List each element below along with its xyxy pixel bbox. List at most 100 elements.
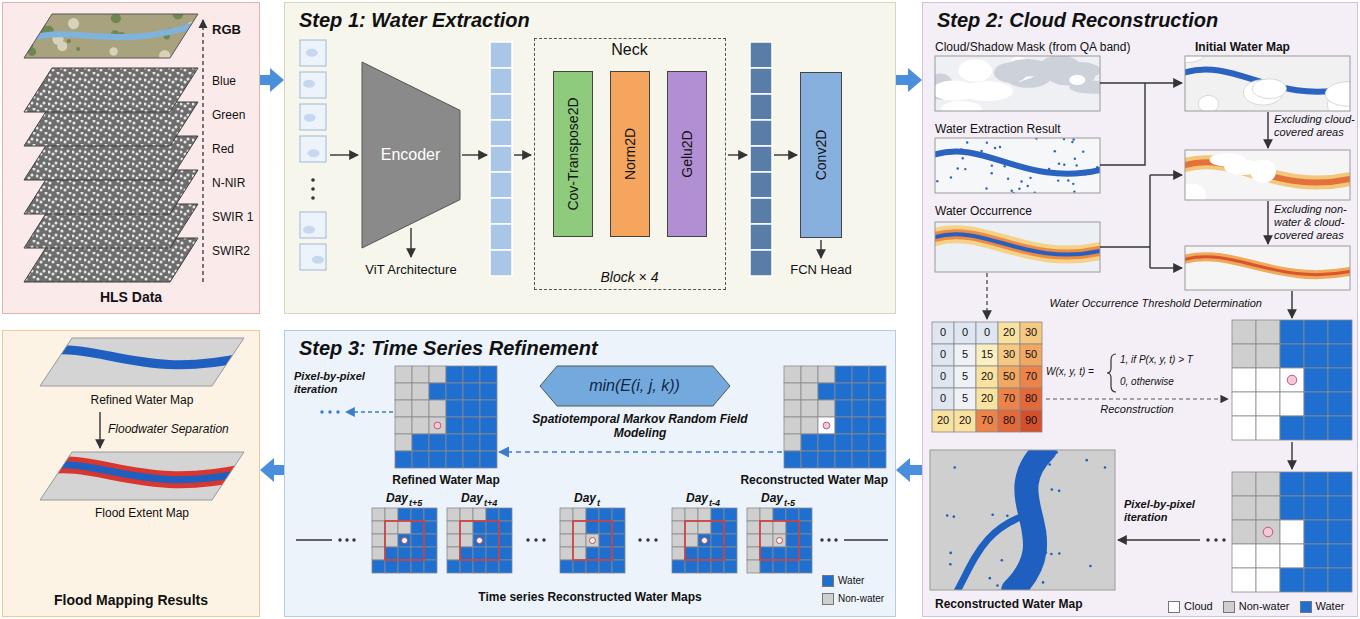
- time-grid: [599, 534, 612, 547]
- day-subscript: t+5: [409, 498, 422, 509]
- rgb-layer: [186, 33, 197, 44]
- legend-swatch: [822, 593, 834, 605]
- rgb-layer: [0, 0, 260, 70]
- token-column: [490, 250, 512, 276]
- water-grid: [835, 434, 852, 451]
- time-grid: [760, 521, 799, 560]
- token-column: [490, 172, 512, 198]
- initial-map: [1185, 56, 1350, 111]
- water-grid: [1232, 320, 1352, 440]
- reconstructed-map: [1035, 558, 1038, 561]
- occurrence-map: [935, 222, 1100, 272]
- water-grid: [1232, 344, 1256, 368]
- water-grid: [1232, 568, 1256, 592]
- water-grid: [801, 451, 818, 468]
- band-label-box: RGB: [212, 22, 241, 38]
- time-grid: [724, 521, 737, 534]
- token-column: [750, 198, 772, 224]
- water-result: [936, 180, 938, 182]
- legend-text: Water: [838, 575, 864, 587]
- reconstructed-map: [949, 563, 952, 566]
- day-subscript-box: t-5: [784, 498, 795, 509]
- flow-line: [410, 228, 411, 257]
- occurrence-value: 0: [940, 326, 946, 339]
- initial-map: [1198, 95, 1218, 111]
- water-result: [1057, 179, 1059, 181]
- occurrence-grid: [976, 410, 998, 432]
- rgb-layer: [76, 47, 80, 51]
- time-grid: [402, 538, 408, 544]
- time-grid: [372, 560, 385, 573]
- box-label: min(E(i, j, k)): [589, 377, 680, 395]
- water-result: [1029, 177, 1031, 179]
- water-result: [935, 151, 1100, 173]
- time-grid: [760, 521, 773, 534]
- water-grid: [446, 383, 463, 400]
- time-grid: [447, 521, 460, 534]
- time-grid: [398, 560, 411, 573]
- water-grid: [818, 417, 835, 434]
- time-grid: [424, 521, 437, 534]
- flow-line: [1150, 174, 1182, 175]
- water-grid: [1304, 544, 1328, 568]
- time-grid: [486, 534, 499, 547]
- occurrence-value: 20: [959, 414, 971, 427]
- occurrence-value: 20: [981, 370, 993, 383]
- panel-title: HLS Data: [100, 289, 162, 313]
- time-grid: [573, 521, 586, 534]
- time-grid: [447, 508, 512, 573]
- time-grid: [398, 521, 411, 534]
- water-result: [1072, 183, 1074, 185]
- caption-box: Reconstructed Water Map: [935, 597, 1083, 611]
- water-grid: [1280, 320, 1304, 344]
- time-grid: [698, 534, 711, 547]
- band-label-box: Green: [212, 108, 245, 122]
- step-note-box: Floodwater Separation: [108, 422, 229, 436]
- caption-box: FCN Head: [790, 262, 851, 278]
- cloud-mask: [935, 81, 977, 101]
- time-grid: [473, 534, 486, 547]
- occurrence-map: [935, 234, 1100, 254]
- rgb-layer: [20, 22, 205, 42]
- water-grid: [1328, 416, 1352, 440]
- water-grid: [818, 366, 835, 383]
- water-result: [991, 172, 993, 174]
- rgb-layer: [20, 24, 33, 37]
- water-grid: [852, 451, 869, 468]
- time-grid: [760, 508, 773, 521]
- cloud-mask: [1005, 59, 1049, 76]
- water-grid: [1304, 416, 1328, 440]
- occurrence-value-box: 80: [1020, 388, 1042, 410]
- water-grid: [463, 400, 480, 417]
- day-label-box: Day: [686, 491, 708, 505]
- time-grid: [698, 560, 711, 573]
- reconstructed-map: [1055, 451, 1058, 454]
- flood-map: [40, 350, 250, 365]
- water-grid: [1280, 544, 1304, 568]
- time-grid: [473, 521, 486, 534]
- time-grid: [560, 547, 573, 560]
- time-grid: [773, 521, 786, 534]
- caption-box: ViT Architecture: [365, 262, 456, 278]
- flow-line: [1145, 82, 1182, 83]
- box-label: Norm2D: [622, 78, 638, 230]
- water-grid: [434, 422, 441, 429]
- ellipsis-dot: [820, 538, 823, 541]
- water-grid: [429, 383, 446, 400]
- water-result: [957, 167, 959, 169]
- time-grid: [685, 521, 724, 560]
- box-label: Cov-Transpose2D: [565, 78, 581, 230]
- reconstructed-map: [1001, 559, 1004, 562]
- occurrence-value: 0: [940, 392, 946, 405]
- time-grid: [711, 560, 724, 573]
- occurrence-value-box: 0: [932, 366, 954, 388]
- water-grid: [412, 400, 429, 417]
- water-grid: [1256, 368, 1280, 392]
- reconstructed-map: [1058, 552, 1061, 555]
- day-label-box: Day: [461, 491, 483, 505]
- step-note: Floodwater Separation: [108, 422, 229, 436]
- time-grid: [447, 547, 460, 560]
- occurrence-map: [935, 234, 1100, 254]
- occurrence-value-box: 50: [1020, 344, 1042, 366]
- occurrence-grid: [932, 322, 1042, 432]
